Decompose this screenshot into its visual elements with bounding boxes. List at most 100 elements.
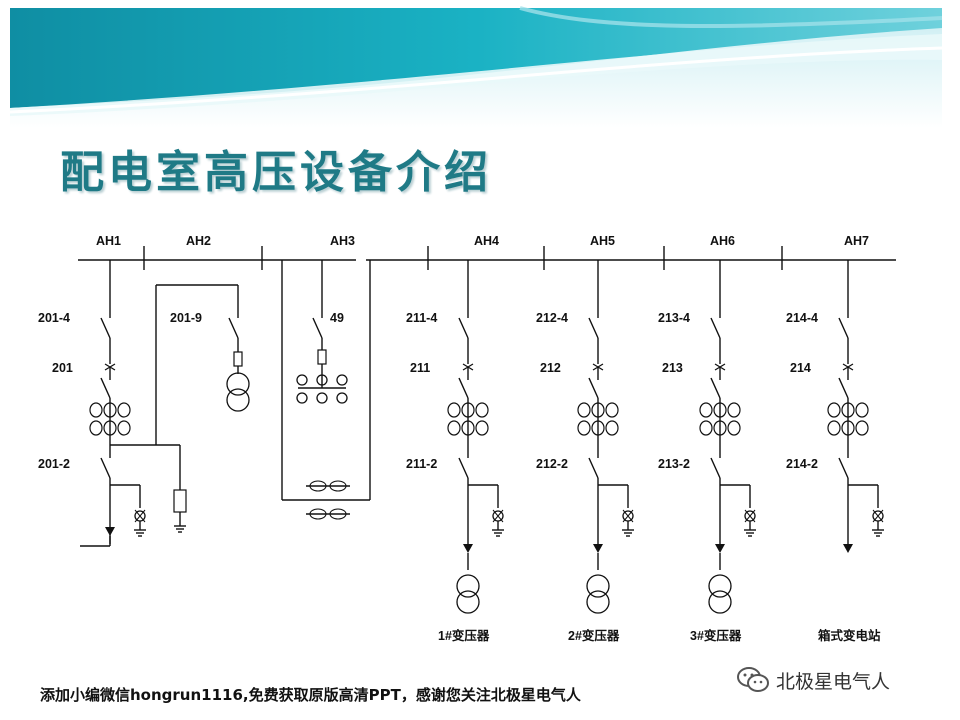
feeder2-breaker-cross — [462, 363, 474, 371]
ah3-bottom-ct — [329, 508, 347, 520]
current-transformer-coil — [447, 402, 461, 418]
feeder3-disconnect-label: 212-4 — [536, 311, 568, 325]
cabinet-label-ah2: AH2 — [186, 234, 211, 248]
feeder4-transformer-primary-winding — [708, 574, 732, 598]
feeder4-breaker-label: 213 — [662, 361, 683, 375]
slide-title: 配电室高压设备介绍 — [60, 147, 492, 198]
feeder4-disconnect-blade — [710, 317, 721, 339]
ah3-pt-coil — [296, 374, 308, 386]
current-transformer-coil — [841, 420, 855, 436]
banner-wave-dark — [10, 8, 942, 108]
current-transformer-coil — [461, 420, 475, 436]
feeder2-disconnect-label: 211-4 — [406, 311, 437, 325]
feeder1-disconnect-blade — [100, 317, 111, 339]
feeder1-breaker-label: 201 — [52, 361, 73, 375]
pt-disconnect-label: 201-9 — [170, 311, 202, 325]
current-transformer-coil — [827, 402, 841, 418]
current-transformer-coil — [727, 420, 741, 436]
feeder5-arrester-arrester — [872, 510, 884, 522]
current-transformer-coil — [713, 420, 727, 436]
feeder2-arrester-arrester — [492, 510, 504, 522]
ah3-bottom-ct — [309, 508, 327, 520]
current-transformer-coil — [841, 402, 855, 418]
current-transformer-coil — [447, 420, 461, 436]
feeder3-transformer-primary-winding — [586, 574, 610, 598]
feeder4-transformer-secondary-winding — [708, 590, 732, 614]
feeder4-breaker-cross — [714, 363, 726, 371]
current-transformer-coil — [103, 402, 117, 418]
feeder2-load-label: 1#变压器 — [438, 628, 490, 643]
diagram-wiring — [78, 246, 896, 570]
feeder1-disconnect-label: 201-4 — [38, 311, 70, 325]
ah3-disconnect-blade — [312, 317, 323, 339]
current-transformer-coil — [855, 402, 869, 418]
feeder2-breaker-label: 211 — [410, 361, 430, 375]
feeder5-breaker-cross — [842, 363, 854, 371]
feeder5-load-label: 箱式变电站 — [818, 628, 881, 643]
current-transformer-coil — [117, 402, 131, 418]
header-banner — [9, 6, 943, 128]
feeder4-earth-switch-blade — [710, 457, 721, 479]
feeder5-disconnect-label: 214-4 — [786, 311, 818, 325]
diagram-components — [89, 317, 884, 614]
pt-fuse — [233, 351, 243, 367]
feeder1-earth-switch-blade — [100, 457, 111, 479]
cabinet-label-ah7: AH7 — [844, 234, 869, 248]
current-transformer-coil — [89, 420, 103, 436]
feeder3-breaker-cross — [592, 363, 604, 371]
cabinet-label-ah4: AH4 — [474, 234, 499, 248]
feeder3-breaker-label: 212 — [540, 361, 561, 375]
feeder4-breaker-blade — [710, 377, 721, 399]
ah3-pt-coil — [316, 374, 328, 386]
feeder4-ct — [699, 402, 741, 436]
feeder1-breaker-blade — [100, 377, 111, 399]
feeder3-arrow — [593, 544, 603, 553]
feeder2-breaker-blade — [458, 377, 469, 399]
watermark: 北极星电气人 — [736, 664, 890, 696]
current-transformer-coil — [475, 402, 489, 418]
feeder1-earth-switch-label: 201-2 — [38, 457, 70, 471]
current-transformer-coil — [103, 420, 117, 436]
cabinet-label-ah5: AH5 — [590, 234, 615, 248]
feeder2-arrow — [463, 544, 473, 553]
feeder1-arrester-arrester — [134, 510, 146, 522]
feeder3-load-label: 2#变压器 — [568, 628, 620, 643]
pt-voltage-transformer-secondary-winding — [226, 388, 250, 412]
pt-voltage-transformer-primary-winding — [226, 372, 250, 396]
banner-wave-light — [10, 34, 942, 116]
feeder2-transformer-secondary-winding — [456, 590, 480, 614]
tie-arrester — [173, 489, 187, 513]
feeder5-breaker-label: 214 — [790, 361, 811, 375]
current-transformer-coil — [699, 402, 713, 418]
ah3-fuse — [317, 349, 327, 365]
current-transformer-coil — [475, 420, 489, 436]
current-transformer-coil — [727, 402, 741, 418]
feeder4-earth-switch-label: 213-2 — [658, 457, 690, 471]
current-transformer-coil — [855, 420, 869, 436]
footer-note: 添加小编微信hongrun1116,免费获取原版高清PPT，感谢您关注北极星电气… — [40, 686, 581, 704]
feeder4-arrow — [715, 544, 725, 553]
pt-disconnect-blade — [228, 317, 239, 339]
current-transformer-coil — [89, 402, 103, 418]
feeder3-arrester-arrester — [622, 510, 634, 522]
current-transformer-coil — [577, 402, 591, 418]
ah3-bottom-ct — [329, 480, 347, 492]
feeder3-arrester-arrester-mark — [622, 509, 634, 523]
current-transformer-coil — [577, 420, 591, 436]
feeder3-earth-switch-blade — [588, 457, 599, 479]
feeder2-earth-switch-blade — [458, 457, 469, 479]
feeder2-transformer-primary-winding — [456, 574, 480, 598]
feeder3-breaker-blade — [588, 377, 599, 399]
current-transformer-coil — [605, 420, 619, 436]
current-transformer-coil — [605, 402, 619, 418]
ah3-bottom-ct — [309, 480, 327, 492]
ah3-pt-coil — [296, 392, 308, 404]
ah3-pt-coil — [336, 392, 348, 404]
ah3-pt-coil — [316, 392, 328, 404]
ah3-pt-coil — [336, 374, 348, 386]
feeder2-earth-switch-label: 211-2 — [406, 457, 437, 471]
feeder5-disconnect-blade — [838, 317, 849, 339]
feeder1-arrow — [105, 527, 115, 536]
